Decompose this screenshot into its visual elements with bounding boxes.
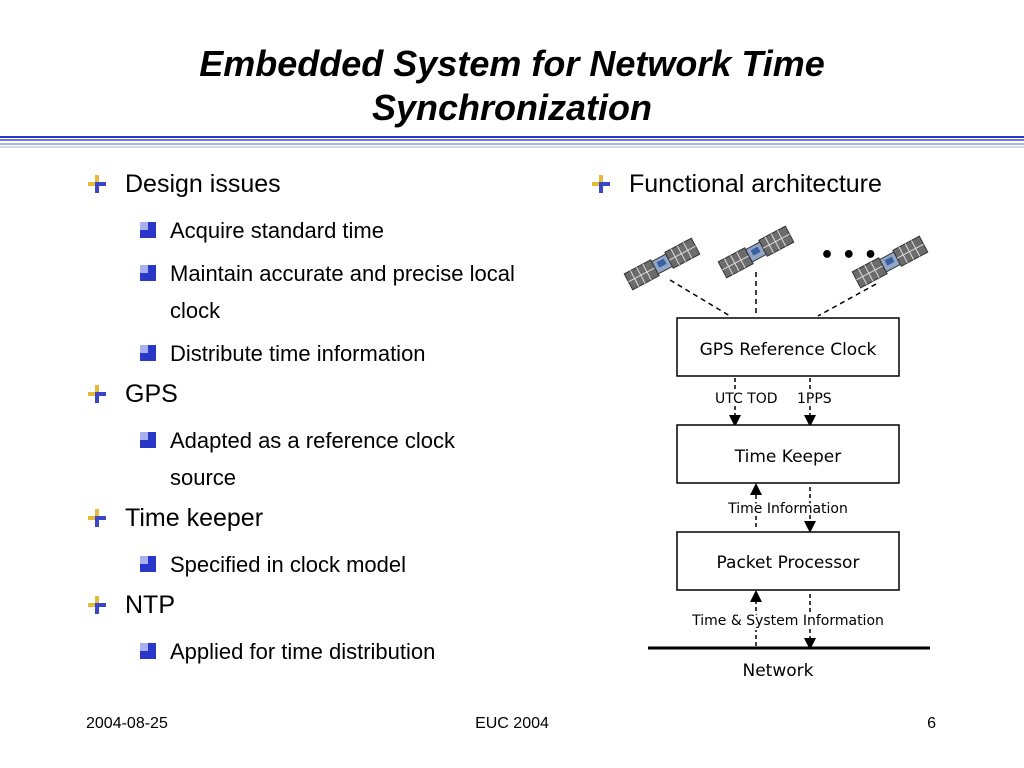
packet-processor-box bbox=[676, 531, 900, 591]
left-bullet-list: Design issues Acquire standard time Main… bbox=[88, 168, 528, 676]
satellite-icon bbox=[623, 237, 701, 291]
bullet-time-keeper: Time keeper bbox=[88, 502, 528, 534]
utc-tod-label: UTC TOD bbox=[715, 391, 778, 407]
bullet-label: NTP bbox=[125, 591, 175, 619]
bullet-cross-icon bbox=[592, 175, 610, 193]
time-information-label: Time Information bbox=[727, 501, 848, 517]
slide-title-line-1: Embedded System for Network Time bbox=[199, 43, 825, 84]
satellite-icon bbox=[717, 225, 795, 279]
bullet-design-issues: Design issues bbox=[88, 168, 528, 200]
bullet-ntp: NTP bbox=[88, 589, 528, 621]
sub-bullet: Specified in clock model bbox=[88, 546, 528, 583]
footer-page-number: 6 bbox=[927, 715, 936, 732]
right-column: Functional architecture bbox=[592, 168, 992, 212]
bullet-label: Design issues bbox=[125, 170, 281, 198]
slide-title-line-2: Synchronization bbox=[371, 87, 653, 128]
sub-bullet-label: Specified in clock model bbox=[170, 552, 407, 577]
sub-bullet-label: Applied for time distribution bbox=[170, 639, 436, 664]
slide-title: Embedded System for Network Time Synchro… bbox=[0, 42, 1024, 130]
time-keeper-box bbox=[676, 424, 900, 484]
bullet-gps: GPS bbox=[88, 378, 528, 410]
pps-label: 1PPS bbox=[797, 391, 832, 407]
bullet-cross-icon bbox=[88, 385, 106, 403]
time-system-information-label: Time & System Information bbox=[691, 613, 884, 629]
ellipsis-label: • • • bbox=[820, 243, 878, 268]
bullet-square-icon bbox=[140, 556, 156, 572]
bullet-cross-icon bbox=[88, 175, 106, 193]
satellite-link bbox=[817, 283, 877, 317]
bullet-label: Time keeper bbox=[125, 504, 264, 532]
sub-bullet: Applied for time distribution bbox=[88, 633, 528, 670]
bullet-square-icon bbox=[140, 222, 156, 238]
bullet-label: GPS bbox=[125, 380, 178, 408]
architecture-diagram: • • • GPS Reference Clock UTC TOD 1PPS T… bbox=[623, 225, 930, 681]
network-label: Network bbox=[743, 661, 814, 681]
bullet-square-icon bbox=[140, 643, 156, 659]
sub-bullet: Distribute time information bbox=[88, 335, 528, 372]
bullet-square-icon bbox=[140, 432, 156, 448]
sub-bullet-label: Acquire standard time bbox=[170, 218, 384, 243]
bullet-cross-icon bbox=[88, 509, 106, 527]
footer-conference: EUC 2004 bbox=[475, 715, 549, 732]
bullet-label: Functional architecture bbox=[629, 170, 882, 198]
sub-bullet-label: Adapted as a reference clock source bbox=[170, 428, 455, 490]
bullet-square-icon bbox=[140, 265, 156, 281]
footer-date: 2004-08-25 bbox=[86, 715, 168, 732]
sub-bullet-label: Maintain accurate and precise local cloc… bbox=[170, 261, 515, 323]
time-keeper-label: Time Keeper bbox=[734, 447, 841, 467]
bullet-functional-architecture: Functional architecture bbox=[592, 168, 992, 200]
bullet-square-icon bbox=[140, 345, 156, 361]
sub-bullet: Maintain accurate and precise local cloc… bbox=[88, 255, 528, 329]
sub-bullet-label: Distribute time information bbox=[170, 341, 426, 366]
sub-bullet: Adapted as a reference clock source bbox=[88, 422, 528, 496]
sub-bullet: Acquire standard time bbox=[88, 212, 528, 249]
satellite-link bbox=[669, 279, 731, 317]
title-divider bbox=[0, 136, 1024, 148]
gps-reference-clock-box bbox=[676, 317, 900, 377]
gps-reference-clock-label: GPS Reference Clock bbox=[700, 340, 877, 360]
bullet-cross-icon bbox=[88, 596, 106, 614]
packet-processor-label: Packet Processor bbox=[717, 553, 860, 573]
